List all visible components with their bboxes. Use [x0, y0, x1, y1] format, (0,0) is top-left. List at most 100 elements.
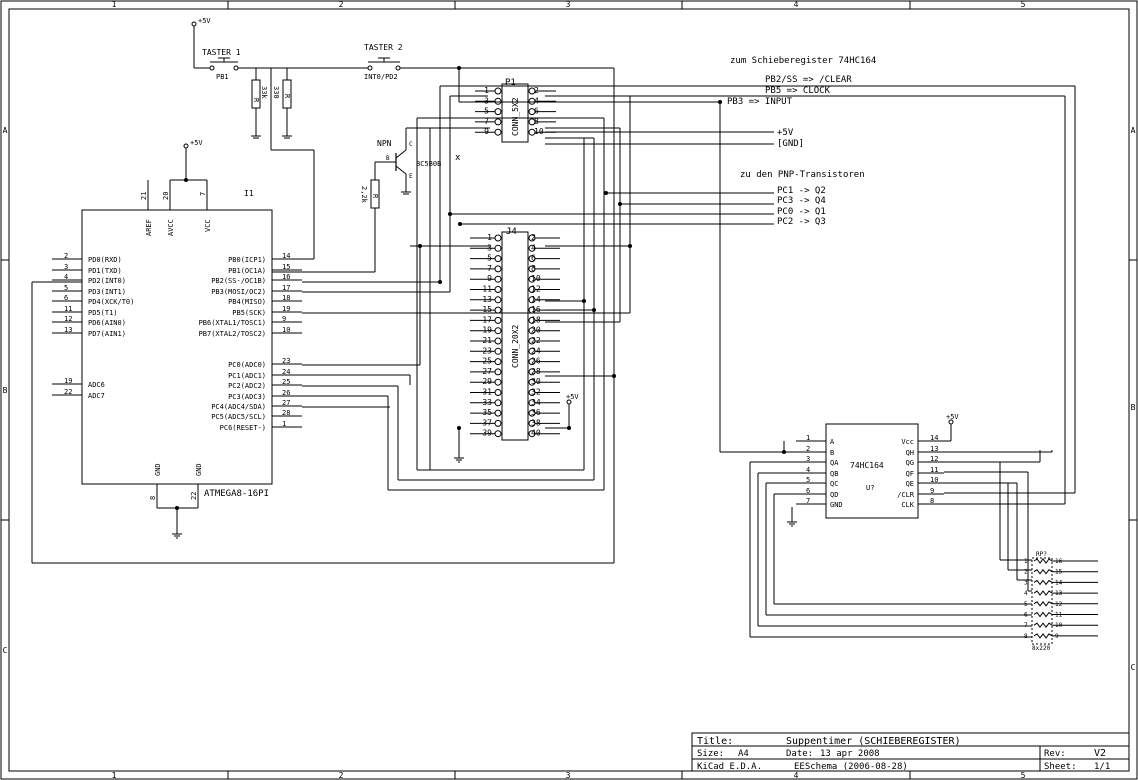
col-label: 5 — [1021, 0, 1026, 9]
resistor-value: 2,2k — [360, 186, 368, 204]
resistor-pack-part: 8x220 — [1032, 645, 1050, 652]
p1-pin-pad — [494, 87, 502, 95]
rp-resistor — [1033, 622, 1053, 629]
vcc-symbol-j4: +5V — [566, 393, 579, 428]
row-label: B — [3, 386, 8, 395]
ic-pin-num: 9 — [930, 487, 934, 495]
j4-pin-num: 23 — [482, 346, 492, 355]
mcu-pin-num: 17 — [282, 284, 290, 292]
j4-pin-num: 2 — [531, 233, 536, 242]
transistor-pin: C — [409, 141, 413, 148]
j4-pin-pad — [494, 244, 502, 252]
mcu-pin-num: 24 — [282, 368, 290, 376]
shift-register-note-line: PB3 => INPUT — [727, 97, 793, 107]
mcu-pin-name: PC0(ADC0) — [228, 361, 266, 369]
mcu-pin-num: 22 — [64, 388, 72, 396]
ic-pin-name: QA — [830, 459, 839, 467]
col-label: 3 — [566, 771, 571, 780]
j4-pin-pad — [494, 347, 502, 355]
rp-resistor — [1033, 558, 1053, 564]
mcu-pin-num: 25 — [282, 378, 290, 386]
j4-pin-num: 5 — [487, 254, 492, 263]
rp-resistor — [1033, 568, 1053, 575]
mcu-pin-num: 22 — [190, 492, 198, 500]
mcu-pin-num: 7 — [199, 192, 207, 196]
connector-part: CONN_20X2 — [511, 324, 520, 368]
ic-pin-name: QC — [830, 480, 838, 488]
vcc-symbol-74hc164: +5V — [946, 413, 959, 441]
ic-pin-name: QG — [906, 459, 914, 467]
ic-pin-num: 5 — [806, 476, 810, 484]
rp-pin-num: 3 — [1024, 579, 1028, 586]
j4-pin-pad — [494, 337, 502, 345]
schema-version: EESchema (2006-08-28) — [794, 762, 908, 772]
net-wires-outputs — [749, 450, 1053, 638]
j4-pin-num: 22 — [531, 336, 541, 345]
p1-pin-num: 9 — [484, 127, 489, 136]
j4-pin-pad — [494, 399, 502, 407]
j4-pin-num: 15 — [482, 305, 492, 314]
transistor-pin: E — [409, 173, 413, 180]
pnp-note-line: PC0 -> Q1 — [777, 207, 826, 217]
shift-register-note-line: PB2/SS => /CLEAR — [765, 75, 852, 85]
mcu-pin-name: ADC6 — [88, 381, 105, 389]
j4-pin-num: 27 — [482, 367, 492, 376]
no-connect-mark: x — [455, 153, 461, 163]
rp-pin-num: 15 — [1055, 569, 1063, 576]
ic-pin-num: 13 — [930, 445, 938, 453]
j4-pin-pad — [494, 378, 502, 386]
ic-pin-num: 2 — [806, 445, 810, 453]
j4-pin-num: 38 — [531, 418, 541, 427]
date-label: Date: — [786, 749, 813, 759]
mcu-right-pins: 14PB0(ICP1)15PB1(OC1A)16PB2(SS-/OC1B)17P… — [199, 252, 302, 432]
rp-resistor — [1033, 633, 1053, 639]
rev-value: V2 — [1094, 748, 1106, 759]
size-value: A4 — [738, 749, 749, 759]
j4-pin-num: 39 — [482, 429, 492, 438]
connector-part: CONN_5X2 — [511, 97, 520, 136]
mcu-pin-name: PB4(MISO) — [228, 298, 266, 306]
date-value: 13 apr 2008 — [820, 749, 880, 759]
mcu-pin-num: 13 — [64, 326, 72, 334]
title-label: Title: — [697, 736, 733, 747]
ic-pin-num: 14 — [930, 434, 938, 442]
p1-pin-pad — [494, 108, 502, 116]
ic-pin-name: B — [830, 449, 834, 457]
rp-resistor — [1033, 590, 1053, 596]
j4-pin-num: 8 — [531, 264, 536, 273]
pnp-note-title: zu den PNP-Transistoren — [740, 170, 865, 180]
resistor-2k2: R 2,2k — [272, 162, 380, 273]
connector-j4: J4 CONN_20X2 135791113151719212325272931… — [470, 227, 560, 441]
j4-pin-pad — [494, 265, 502, 273]
mcu-pin-name: PC3(ADC3) — [228, 393, 266, 401]
p1-pin-num: 7 — [484, 117, 489, 126]
p1-pin-num: 10 — [534, 127, 544, 136]
rp-pin-num: 1 — [1024, 558, 1028, 565]
p1-pin-num: 4 — [534, 96, 539, 105]
mcu-pin-name: ADC7 — [88, 392, 105, 400]
j4-pin-num: 40 — [531, 429, 541, 438]
row-label: C — [1131, 663, 1136, 672]
rp-pin-num: 7 — [1024, 622, 1028, 629]
mcu-pin-name: PC6(RESET-) — [220, 424, 266, 432]
p1-pin-pad — [494, 118, 502, 126]
mcu-pin-num: 12 — [64, 315, 72, 323]
switch-name: TASTER 2 — [364, 43, 403, 52]
ic-pin-name: QE — [906, 480, 914, 488]
resistor-ref: R — [371, 194, 379, 199]
rp-pin-num: 13 — [1055, 590, 1063, 597]
transistor-part: BC5B0B — [416, 160, 441, 168]
mcu-pin-name: PB7(XTAL2/TOSC2) — [199, 330, 266, 338]
j4-pin-num: 6 — [531, 254, 536, 263]
j4-pin-num: 19 — [482, 326, 492, 335]
j4-pin-num: 34 — [531, 398, 541, 407]
j4-pin-pad — [494, 275, 502, 283]
ic-pin-num: 8 — [930, 497, 934, 505]
col-label: 5 — [1021, 771, 1026, 780]
